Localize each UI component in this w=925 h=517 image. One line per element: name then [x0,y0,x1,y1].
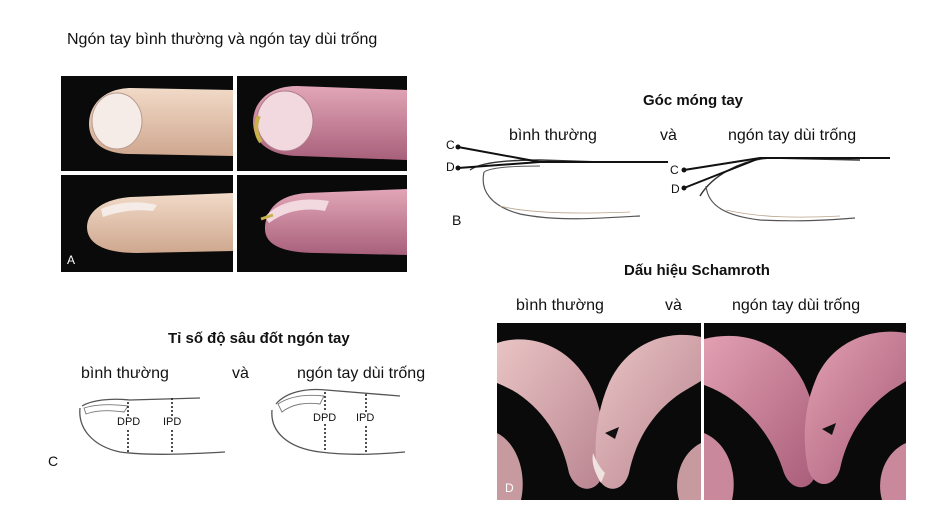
panel-a-letter: A [67,253,76,267]
panel-c-ipd-clubbed: IPD [356,412,375,424]
clubbed-finger-side-photo [237,175,407,272]
panel-b-point-c-normal: C [446,138,455,152]
panel-c-clubbed-label: ngón tay dùi trống [297,365,426,382]
panel-b-normal-label: bình thường [509,127,597,144]
panel-b-and-label: và [660,127,677,144]
panel-d-clubbed-label: ngón tay dùi trống [732,297,861,314]
panel-c-dpd-normal: DPD [117,416,141,428]
schamroth-normal-photo: D [497,323,701,500]
panel-b-point-d-normal: D [446,160,455,174]
panel-b-point-c-clubbed: C [670,163,679,177]
clubbed-finger-top-photo [237,76,407,171]
panel-c-dpd-clubbed: DPD [313,412,337,424]
schamroth-clubbed-photo [704,323,906,500]
panel-b-clubbed-label: ngón tay dùi trống [728,127,857,144]
panel-b-point-d-clubbed: D [671,182,680,196]
panel-c-letter: C [48,453,59,469]
clubbed-finger-top-drawing [253,86,407,160]
panel-c-and-label: và [232,365,249,382]
panel-c-ipd-normal: IPD [163,416,182,428]
panel-b-title: Góc móng tay [643,92,744,109]
clubbed-finger-side-drawing [260,189,407,255]
panel-c-title: Tỉ số độ sâu đốt ngón tay [168,330,350,347]
normal-finger-side-photo: A [61,175,233,272]
panel-d-title: Dấu hiệu Schamroth [624,262,770,279]
panel-d-and-label: và [665,297,682,314]
schamroth-normal-drawing [497,334,701,500]
normal-finger-side-drawing [87,193,233,253]
panel-a-title: Ngón tay bình thường và ngón tay dùi trố… [67,31,378,48]
panel-c-normal-label: bình thường [81,365,169,382]
normal-finger-top-drawing [89,88,233,156]
normal-finger-top-photo [61,76,233,171]
panel-d-letter: D [505,481,514,495]
panel-b-letter: B [452,212,462,228]
panel-d-normal-label: bình thường [516,297,604,314]
schamroth-clubbed-drawing [704,331,906,500]
